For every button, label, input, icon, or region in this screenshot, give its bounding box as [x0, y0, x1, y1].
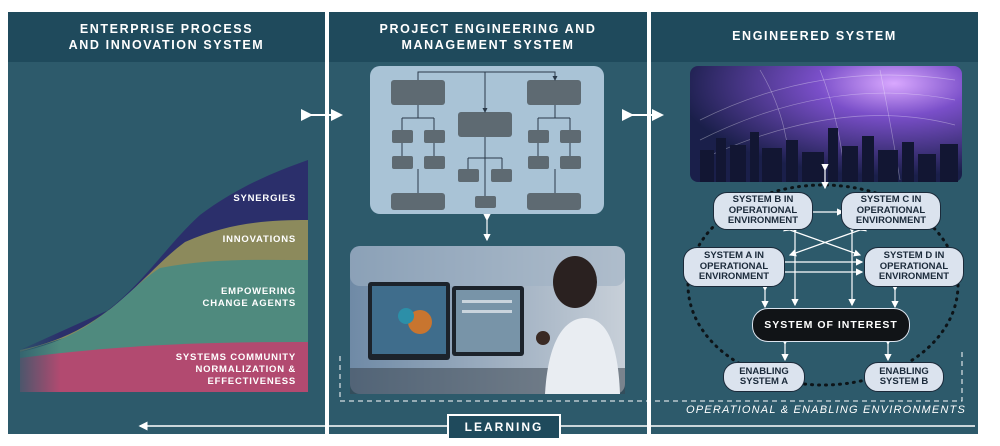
label-innovations-text: INNOVATIONS: [222, 234, 296, 245]
system-b-line3: ENVIRONMENT: [727, 215, 799, 227]
header-enterprise: ENTERPRISE PROCESS AND INNOVATION SYSTEM: [8, 12, 325, 62]
header-engineered: ENGINEERED SYSTEM: [651, 12, 978, 62]
enabling-a-line1: ENABLING: [739, 365, 789, 377]
header-engineered-text: ENGINEERED SYSTEM: [732, 29, 897, 43]
learning-badge: LEARNING: [447, 414, 561, 440]
enabling-b-line1: ENABLING: [879, 365, 929, 377]
system-a-line2: OPERATIONAL: [699, 260, 769, 272]
system-d-line2: OPERATIONAL: [879, 260, 949, 272]
label-empowering-line1: EMPOWERING: [220, 286, 296, 297]
system-c-line2: OPERATIONAL: [856, 204, 926, 216]
layer-synergies-area: [20, 160, 308, 350]
label-community-line3: EFFECTIVENESS: [207, 376, 296, 387]
label-community-line1: SYSTEMS COMMUNITY: [175, 352, 296, 363]
environments-dashed-boundary: [339, 348, 963, 402]
system-b-line2: OPERATIONAL: [728, 204, 798, 216]
header-project-line1: PROJECT ENGINEERING AND: [379, 22, 597, 36]
city-photo: [690, 66, 962, 182]
header-project: PROJECT ENGINEERING AND MANAGEMENT SYSTEM: [329, 12, 647, 62]
org-box-top-left: [391, 80, 445, 105]
label-community: SYSTEMS COMMUNITY NORMALIZATION & EFFECT…: [176, 352, 296, 388]
separator-left: [325, 62, 329, 434]
label-empowering-line2: CHANGE AGENTS: [202, 298, 296, 309]
system-d-line3: ENVIRONMENT: [878, 271, 950, 283]
system-d-line1: SYSTEM D IN: [883, 250, 945, 262]
system-c-line1: SYSTEM C IN: [860, 194, 922, 206]
enabling-a-line2: SYSTEM A: [739, 376, 789, 387]
label-synergies: SYNERGIES: [233, 193, 296, 205]
system-c-line3: ENVIRONMENT: [855, 215, 927, 227]
office-photo: [350, 246, 625, 394]
learning-label: LEARNING: [464, 420, 544, 434]
org-box-top-right: [527, 80, 581, 105]
environments-caption: OPERATIONAL & ENABLING ENVIRONMENTS: [686, 404, 966, 416]
org-box-center: [458, 112, 512, 137]
system-b-line1: SYSTEM B IN: [732, 194, 794, 206]
system-a-line1: SYSTEM A IN: [703, 250, 764, 262]
separator-right: [647, 62, 651, 434]
label-community-line2: NORMALIZATION &: [195, 364, 296, 375]
system-of-interest-label: SYSTEM OF INTEREST: [764, 319, 898, 331]
header-enterprise-line1: ENTERPRISE PROCESS: [79, 22, 254, 36]
environment-ring: [686, 183, 960, 387]
enterprise-stack: [8, 140, 308, 400]
label-empowering: EMPOWERING CHANGE AGENTS: [203, 286, 296, 310]
org-chart: [370, 66, 604, 214]
header-enterprise-line2: AND INNOVATION SYSTEM: [68, 38, 265, 52]
system-a-line3: ENVIRONMENT: [698, 271, 770, 283]
label-innovations: INNOVATIONS: [223, 234, 296, 246]
label-synergies-text: SYNERGIES: [233, 193, 296, 204]
system-of-interest-box[interactable]: SYSTEM OF INTEREST: [752, 308, 910, 342]
header-project-line2: MANAGEMENT SYSTEM: [401, 38, 575, 52]
enabling-b-line2: SYSTEM B: [879, 376, 929, 387]
